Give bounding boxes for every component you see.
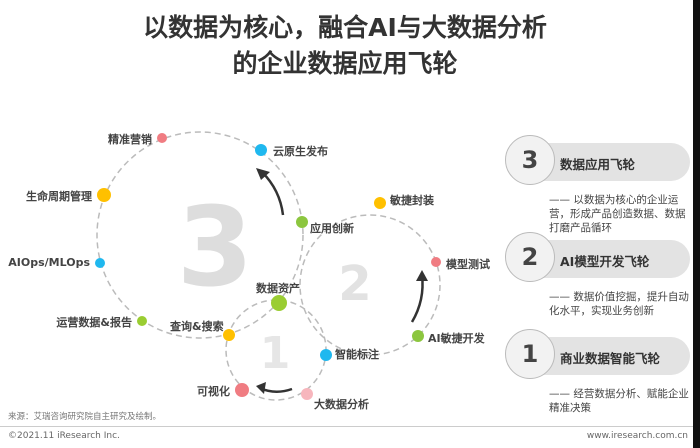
big-number-3: 3 bbox=[177, 183, 254, 311]
node-dot bbox=[235, 383, 249, 397]
node-dot bbox=[223, 329, 235, 341]
node-dot bbox=[255, 144, 267, 156]
arrow-2 bbox=[410, 274, 424, 323]
node-dot bbox=[97, 188, 111, 202]
website-link[interactable]: www.iresearch.com.cn bbox=[586, 431, 688, 441]
big-number-1: 1 bbox=[260, 328, 291, 379]
arrow-3 bbox=[261, 171, 285, 216]
node-label: 生命周期管理 bbox=[26, 190, 92, 203]
node-label: 精准营销 bbox=[108, 133, 152, 146]
legend-title: 数据应用飞轮 bbox=[560, 157, 636, 172]
source-note: 来源：艾瑞咨询研究院自主研究及绘制。 bbox=[8, 412, 162, 422]
legend-description: —— 经营数据分析、赋能企业精准决策 bbox=[549, 388, 689, 414]
legend-description: —— 以数据为核心的企业运营，形成产品创造数据、数据打磨产品循环 bbox=[549, 194, 686, 234]
legend-number-badge: 1 bbox=[505, 329, 555, 379]
legend-title: AI模型开发飞轮 bbox=[560, 254, 650, 269]
edge-bar bbox=[693, 0, 700, 448]
title-line-2: 的企业数据应用飞轮 bbox=[232, 49, 458, 78]
node-label: 查询&搜索 bbox=[170, 320, 224, 333]
node-dot bbox=[431, 257, 441, 267]
node-label: 智能标注 bbox=[335, 348, 379, 361]
legend-title: 商业数据智能飞轮 bbox=[560, 351, 661, 366]
node-dot bbox=[374, 197, 386, 209]
node-label: 大数据分析 bbox=[314, 398, 369, 411]
node-dot bbox=[137, 316, 147, 326]
legend-description: —— 数据价值挖掘，提升自动化水平，实现业务创新 bbox=[549, 291, 689, 317]
copyright: ©2021.11 iResearch Inc. bbox=[8, 431, 120, 441]
node-label: 运营数据&报告 bbox=[56, 316, 132, 329]
legend-number-badge: 3 bbox=[505, 135, 555, 185]
footer-divider bbox=[0, 426, 693, 427]
node-label: 模型测试 bbox=[446, 258, 490, 271]
flywheel-3-circle bbox=[96, 131, 304, 339]
node-label: 可视化 bbox=[197, 385, 230, 398]
node-dot bbox=[95, 258, 105, 268]
flywheel-2-circle bbox=[299, 214, 441, 356]
node-label: AIOps/MLOps bbox=[8, 256, 90, 269]
big-number-2: 2 bbox=[338, 256, 371, 312]
node-label: 敏捷封装 bbox=[390, 194, 434, 207]
node-dot bbox=[320, 349, 332, 361]
node-label: 云原生发布 bbox=[273, 145, 328, 158]
node-dot bbox=[301, 388, 313, 400]
node-dot bbox=[412, 330, 424, 342]
node-label: 应用创新 bbox=[310, 222, 354, 235]
title-line-1: 以数据为核心，融合AI与大数据分析 bbox=[143, 13, 547, 42]
node-dot bbox=[271, 295, 287, 311]
legend-number-badge: 2 bbox=[505, 232, 555, 282]
node-label: AI敏捷开发 bbox=[428, 332, 485, 345]
node-label: 数据资产 bbox=[256, 282, 300, 295]
node-dot bbox=[296, 216, 308, 228]
node-dot bbox=[157, 133, 167, 143]
